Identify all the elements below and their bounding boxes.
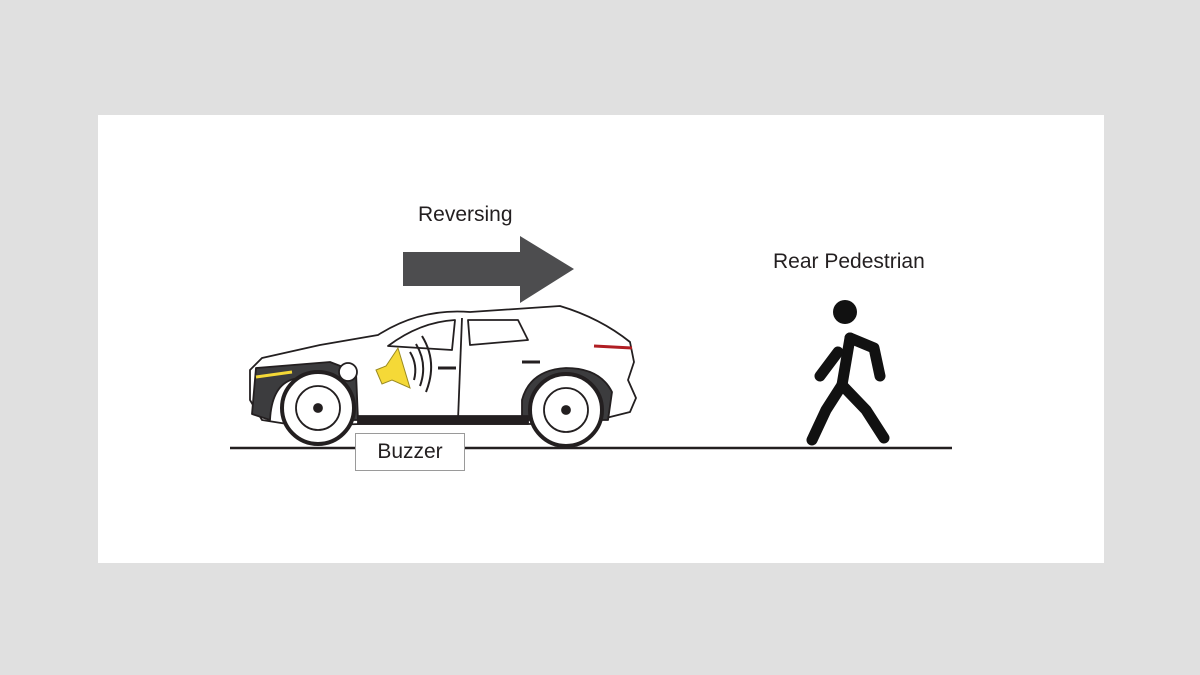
pedestrian-icon [806,300,890,446]
car-icon [249,305,637,448]
speaker-icon [375,335,433,393]
front-wheel [280,370,356,446]
headlight [255,370,293,379]
buzzer-label: Buzzer [355,433,465,471]
windows [387,319,529,351]
reversing-arrow-icon [403,236,574,303]
rear-wheel [528,372,604,448]
door-line [457,317,463,421]
underbody [357,415,529,425]
rear-light [593,344,633,350]
reversing-label: Reversing [418,203,513,226]
rear-pedestrian-label: Rear Pedestrian [773,250,925,273]
fuel-cap [338,362,358,382]
